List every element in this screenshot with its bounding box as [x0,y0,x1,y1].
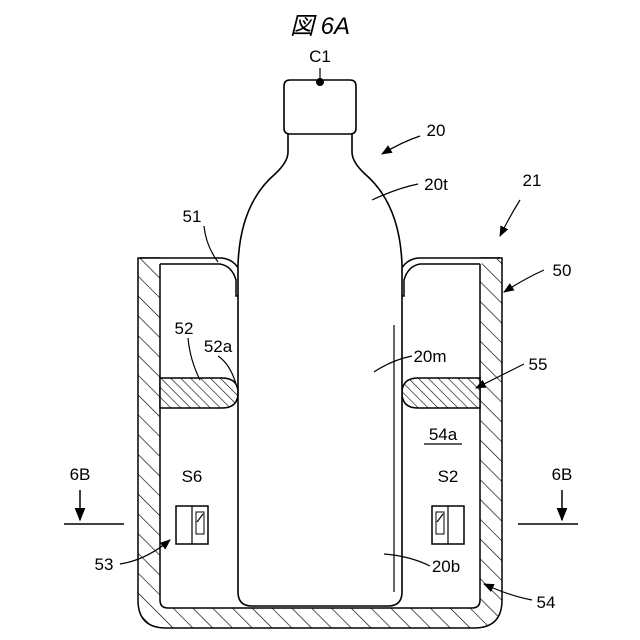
figure-title: 図 6A [290,13,350,40]
sensor-s6 [176,506,208,544]
label-20b: 20b [432,557,460,576]
label-20: 20 [427,121,446,140]
label-20t: 20t [424,175,448,194]
leader-20 [382,136,420,154]
leader-21 [500,200,520,236]
label-54a: 54a [429,425,458,444]
label-52a: 52a [204,337,233,356]
label-50: 50 [553,261,572,280]
sensor-s2 [432,506,464,544]
label-52: 52 [175,319,194,338]
label-c1: C1 [309,47,331,66]
label-6b-right: 6B [552,465,573,484]
label-s6: S6 [182,467,203,486]
left-pad [160,378,238,408]
leader-52 [188,338,200,380]
label-21: 21 [523,171,542,190]
label-20m: 20m [413,347,446,366]
section-mark-left [64,490,124,524]
label-51: 51 [183,207,202,226]
label-6b-left: 6B [70,465,91,484]
right-pad [402,378,480,408]
label-53: 53 [95,555,114,574]
bottle-cap [284,80,356,134]
leader-51 [204,226,218,262]
label-s2: S2 [438,467,459,486]
section-mark-right [518,490,578,524]
label-55: 55 [529,355,548,374]
label-54: 54 [537,593,556,612]
leader-50 [504,270,544,292]
